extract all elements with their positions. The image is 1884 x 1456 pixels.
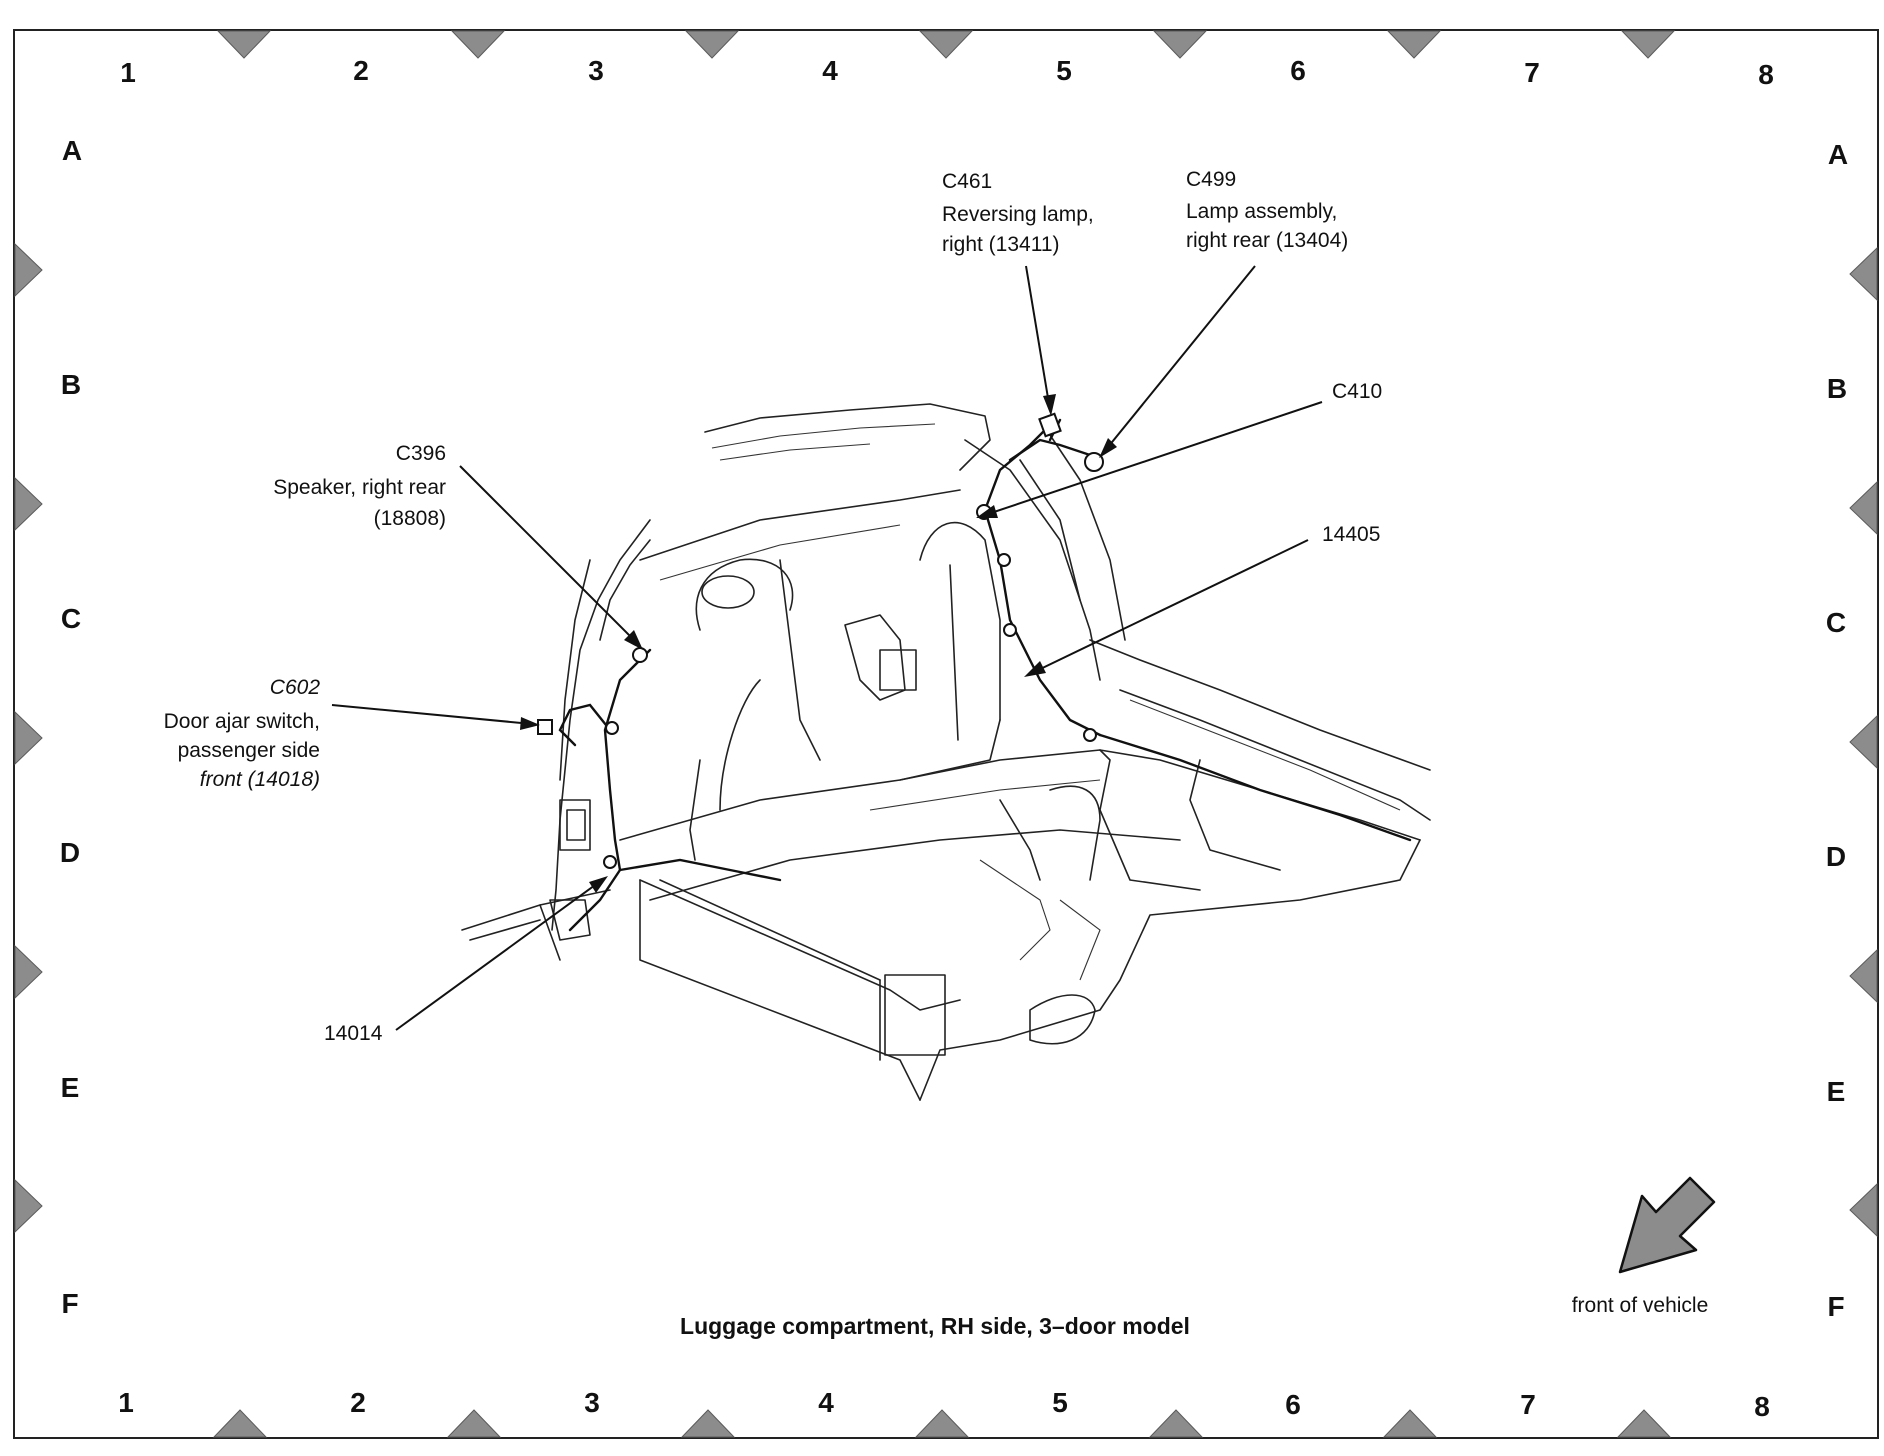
grid-boundary-marker [1148, 1409, 1204, 1438]
grid-boundary-marker [1849, 480, 1878, 536]
grid-row-label: D [60, 837, 80, 868]
grid-boundary-marker [212, 1409, 268, 1438]
grid-boundary-marker [1386, 30, 1442, 59]
grid-row-label: B [1827, 373, 1847, 404]
grid-col-label: 1 [118, 1387, 134, 1418]
grid-row-label: C [1826, 607, 1846, 638]
grid-col-label: 2 [353, 55, 369, 86]
callout-description: (18808) [374, 507, 446, 530]
grid-columns-top: 1 2 3 4 5 6 7 8 [120, 55, 1774, 90]
diagram-frame [13, 29, 1879, 1439]
callout-description: Door ajar switch, [164, 710, 320, 733]
callout-code: 14014 [324, 1022, 383, 1045]
front-of-vehicle-label: front of vehicle [1572, 1294, 1709, 1317]
grid-boundary-marker [1849, 948, 1878, 1004]
callout-description: front (14018) [200, 768, 320, 791]
callout-description: Reversing lamp, [942, 203, 1094, 226]
grid-col-label: 1 [120, 57, 136, 88]
grid-boundary-marker [1382, 1409, 1438, 1438]
callout-c410: C410 [1332, 380, 1382, 403]
grid-boundary-marker [680, 1409, 736, 1438]
grid-boundary-marker [14, 476, 43, 532]
callout-code: C410 [1332, 380, 1382, 403]
grid-boundary-marker [450, 30, 506, 59]
grid-col-label: 4 [818, 1387, 834, 1418]
grid-boundary-marker [1849, 246, 1878, 302]
grid-col-label: 8 [1754, 1391, 1770, 1422]
grid-col-label: 6 [1285, 1389, 1301, 1420]
grid-boundary-marker [446, 1409, 502, 1438]
diagram-caption: Luggage compartment, RH side, 3–door mod… [680, 1313, 1190, 1339]
luggage-compartment-drawing [461, 403, 1431, 1101]
grid-row-label: F [1827, 1291, 1844, 1322]
callout-description: Speaker, right rear [273, 476, 446, 499]
grid-col-label: 4 [822, 55, 838, 86]
grid-row-label: C [61, 603, 81, 634]
grid-col-label: 7 [1524, 57, 1540, 88]
callout-code: 14405 [1322, 523, 1380, 546]
leader-lines [331, 265, 1323, 1031]
grid-boundary-marker [1849, 1182, 1878, 1238]
grid-col-label: 3 [584, 1387, 600, 1418]
grid-col-label: 3 [588, 55, 604, 86]
grid-boundary-marker [14, 1178, 43, 1234]
grid-columns-bottom: 1 2 3 4 5 6 7 8 [118, 1387, 1770, 1422]
grid-boundary-marker [1849, 714, 1878, 770]
grid-rows-right: A B C D E F [1826, 139, 1848, 1322]
grid-boundary-marker [1620, 30, 1676, 59]
callout-code: C499 [1186, 168, 1236, 191]
grid-col-label: 5 [1056, 55, 1072, 86]
grid-boundary-marker [918, 30, 974, 59]
grid-col-label: 6 [1290, 55, 1306, 86]
grid-row-label: A [1828, 139, 1848, 170]
grid-boundary-marker [14, 242, 43, 298]
callout-c461: C461 Reversing lamp, right (13411) [942, 170, 1094, 256]
callout-description: Lamp assembly, [1186, 200, 1337, 223]
grid-markers [14, 30, 1878, 1438]
callout-c499: C499 Lamp assembly, right rear (13404) [1186, 168, 1348, 252]
callout-description: right rear (13404) [1186, 229, 1348, 252]
callout-14405: 14405 [1322, 523, 1380, 546]
grid-row-label: F [61, 1288, 78, 1319]
grid-col-label: 2 [350, 1387, 366, 1418]
grid-boundary-marker [1616, 1409, 1672, 1438]
grid-col-label: 5 [1052, 1387, 1068, 1418]
grid-boundary-marker [14, 710, 43, 766]
grid-row-label: A [62, 135, 82, 166]
front-of-vehicle-indicator: front of vehicle [1572, 1176, 1716, 1317]
grid-rows-left: A B C D E F [60, 135, 82, 1319]
callout-code: C602 [270, 676, 321, 699]
callout-c396: C396 Speaker, right rear (18808) [273, 442, 446, 530]
callout-c602: C602 Door ajar switch, passenger side fr… [164, 676, 321, 791]
grid-boundary-marker [1152, 30, 1208, 59]
grid-col-label: 8 [1758, 59, 1774, 90]
callout-description: right (13411) [942, 233, 1060, 256]
grid-boundary-marker [14, 944, 43, 1000]
grid-row-label: B [61, 369, 81, 400]
grid-boundary-marker [914, 1409, 970, 1438]
grid-boundary-marker [684, 30, 740, 59]
grid-row-label: E [1827, 1076, 1846, 1107]
callout-code: C461 [942, 170, 992, 193]
callout-14014: 14014 [324, 1022, 383, 1045]
grid-row-label: D [1826, 841, 1846, 872]
callout-code: C396 [396, 442, 446, 465]
wiring-harness [558, 418, 1102, 932]
grid-boundary-marker [216, 30, 272, 59]
grid-col-label: 7 [1520, 1389, 1536, 1420]
callout-description: passenger side [178, 739, 320, 762]
grid-row-label: E [61, 1072, 80, 1103]
arrow-down-left-icon [1618, 1176, 1716, 1274]
